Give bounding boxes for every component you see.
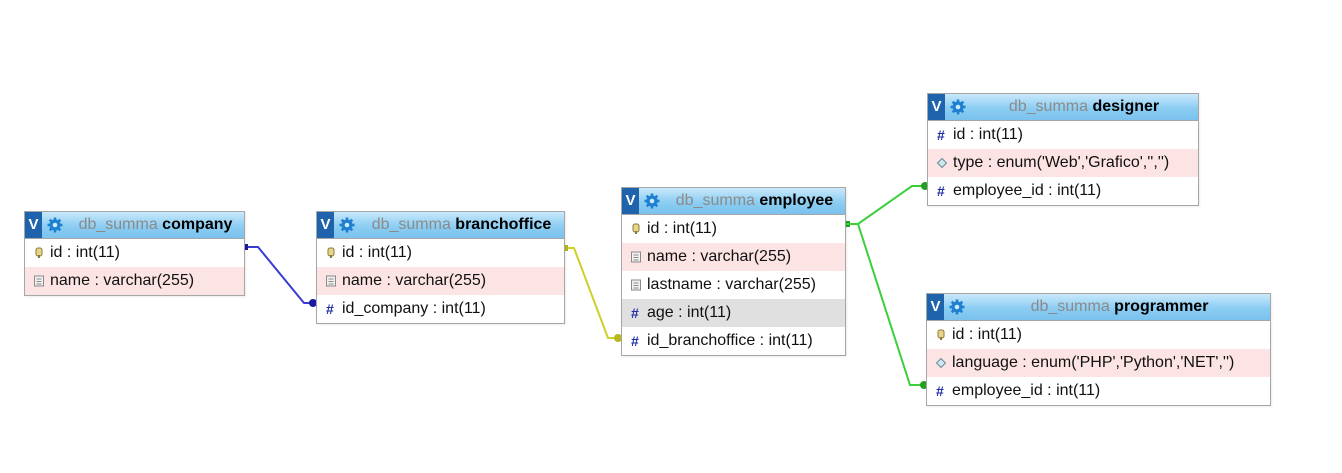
relation-company-branchoffice[interactable] [243,244,317,307]
key-icon [35,247,43,258]
table-header[interactable]: V db_summa programmer [927,294,1270,321]
table-title: db_summa designer [1008,98,1160,115]
table-title: db_summa company [78,216,233,233]
column-row-name[interactable]: name : varchar(255) [317,267,564,295]
hash-icon: # [631,305,639,321]
key-icon [327,247,335,258]
toggle-columns-button[interactable]: V [928,94,945,120]
column-row-age[interactable]: #age : int(11) [622,299,845,327]
column-row-name[interactable]: name : varchar(255) [622,243,845,271]
toggle-columns-button[interactable]: V [927,294,944,320]
table-header[interactable]: V db_summa designer [928,94,1198,121]
column-row-id-company[interactable]: #id_company : int(11) [326,300,486,317]
table-header[interactable]: V db_summa employee [622,188,845,215]
column-row-name[interactable]: name : varchar(255) [25,267,244,295]
text-field-icon [631,279,641,291]
column-row-id-branchoffice[interactable]: #id_branchoffice : int(11) [631,332,813,349]
column-row-employee-id[interactable]: #employee_id : int(11) [936,382,1101,399]
table-title: db_summa branchoffice [371,216,552,233]
key-icon [937,329,945,340]
column-row-id[interactable]: id : int(11) [927,321,1270,349]
column-row-id[interactable]: #id : int(11) [937,126,1023,143]
hash-icon: # [937,183,945,199]
toggle-columns-button[interactable]: V [622,188,639,214]
column-row-id[interactable]: id : int(11) [622,215,845,243]
hash-icon: # [326,301,334,317]
enum-icon [936,157,948,169]
hash-icon: # [631,333,639,349]
table-title: db_summa employee [675,192,834,209]
relation-employee-designer[interactable] [845,182,929,227]
column-row-type[interactable]: type : enum('Web','Grafico','','') [928,149,1198,177]
relation-employee-programmer[interactable] [846,223,928,389]
table-header[interactable]: V db_summa company [25,212,244,239]
gear-icon[interactable] [47,217,63,233]
enum-icon [935,357,947,369]
table-employee[interactable]: V db_summa employee id : int(11) name : … [621,187,846,356]
column-row-id[interactable]: id : int(11) [25,239,244,267]
toggle-columns-button[interactable]: V [25,212,42,238]
column-row-language[interactable]: language : enum('PHP','Python','NET','') [927,349,1270,377]
table-header[interactable]: V db_summa branchoffice [317,212,564,239]
column-row-lastname[interactable]: lastname : varchar(255) [622,271,845,299]
toggle-columns-button[interactable]: V [317,212,334,238]
gear-icon[interactable] [949,299,965,315]
table-title: db_summa programmer [1030,298,1209,315]
hash-icon: # [936,383,944,399]
relation-branchoffice-employee[interactable] [563,245,622,342]
gear-icon[interactable] [339,217,355,233]
table-branchoffice[interactable]: V db_summa branchoffice id : int(11) nam… [316,211,565,324]
table-programmer[interactable]: V db_summa programmer id : int(11) langu… [926,293,1271,406]
gear-icon[interactable] [950,99,966,115]
text-field-icon [631,251,641,263]
text-field-icon [326,275,336,287]
gear-icon[interactable] [644,193,660,209]
column-row-employee-id[interactable]: #employee_id : int(11) [937,182,1102,199]
text-field-icon [34,275,44,287]
column-row-id[interactable]: id : int(11) [317,239,564,267]
key-icon [632,223,640,234]
hash-icon: # [937,127,945,143]
table-company[interactable]: V db_summa company id : int(11) name : v… [24,211,245,296]
table-designer[interactable]: V db_summa designer #id : int(11) type :… [927,93,1199,206]
